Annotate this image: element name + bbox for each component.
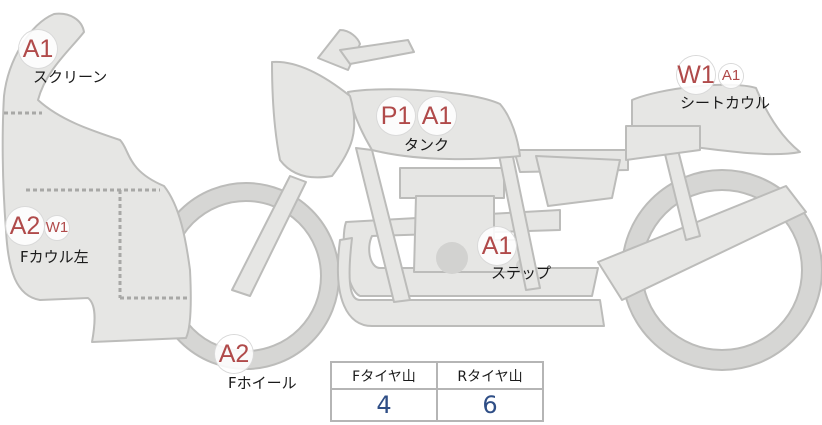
- damage-code-step-1: A1: [478, 227, 516, 265]
- rear-tire-tread-header: Rタイヤ山: [436, 361, 544, 390]
- front-tire-tread-header: Fタイヤ山: [330, 361, 438, 390]
- label-seat-cowl: シートカウル: [680, 94, 771, 112]
- label-front-cowl-left: Fカウル左: [20, 248, 89, 266]
- label-tank: タンク: [404, 136, 450, 154]
- front-tire-tread-value: 4: [330, 388, 438, 422]
- damage-code-screen-1: A1: [19, 30, 57, 68]
- damage-code-front-cowl-left-2: W1: [45, 216, 69, 240]
- damage-code-seat-cowl-2: A1: [719, 64, 743, 88]
- label-screen: スクリーン: [33, 68, 108, 86]
- label-front-wheel: Fホイール: [228, 374, 297, 392]
- swingarm: [597, 185, 807, 301]
- label-step: ステップ: [491, 264, 552, 282]
- rear-tire-tread-value: 6: [436, 388, 544, 422]
- damage-code-tank-1: P1: [377, 97, 415, 135]
- damage-code-seat-cowl-1: W1: [677, 56, 715, 94]
- damage-code-front-wheel-1: A2: [215, 335, 253, 373]
- damage-code-tank-2: A1: [418, 97, 456, 135]
- engine-block: [399, 167, 505, 199]
- front-cowl-shape: [1, 12, 192, 343]
- front-fork: [231, 175, 307, 297]
- damage-code-front-cowl-left-1: A2: [6, 207, 44, 245]
- tire-tread-table: Fタイヤ山 Rタイヤ山 4 6: [330, 361, 544, 422]
